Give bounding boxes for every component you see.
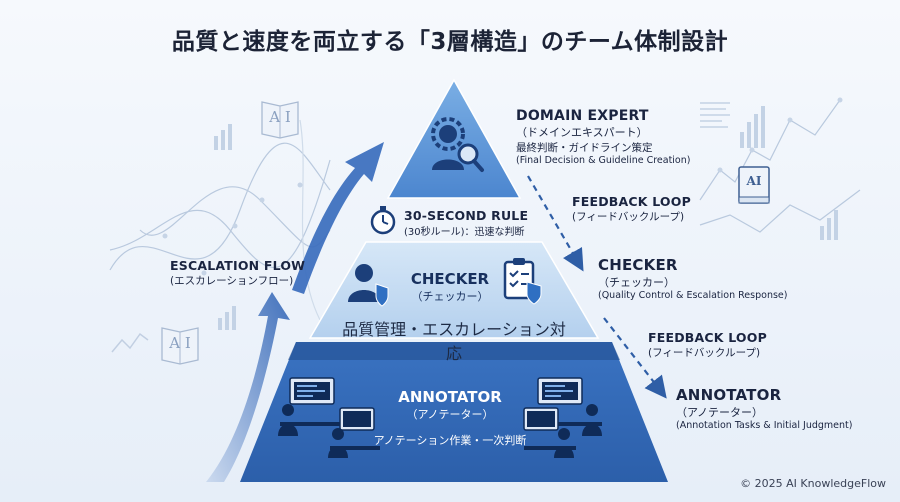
- escalation-arrow-upper: [292, 142, 384, 294]
- checker-subtitle: （チェッカー）: [598, 276, 675, 289]
- workers-at-desks-icon: [278, 377, 380, 458]
- annotator-tier-desc: アノテーション作業・一次判断: [373, 434, 527, 447]
- right-line-chart-icon: [699, 99, 861, 233]
- rule-subtitle: (30秒ルール)：迅速な判断: [404, 227, 525, 238]
- annotator-title: ANNOTATOR: [676, 386, 782, 404]
- checker-title: CHECKER: [598, 256, 678, 274]
- stopwatch-icon: [370, 206, 396, 235]
- domain-expert-jp-desc: 最終判断・ガイドライン策定: [516, 142, 653, 154]
- bar-chart-icon: [740, 106, 765, 148]
- annotator-tier-sub: （アノテーター）: [406, 408, 494, 421]
- ai-book-icon: AI: [736, 164, 772, 208]
- domain-expert-en-desc: (Final Decision & Guideline Creation): [516, 155, 691, 166]
- annotator-tier-label: ANNOTATOR （アノテーター）: [380, 388, 520, 422]
- feedback-loop-label-2: FEEDBACK LOOP (フィードバックループ): [648, 330, 767, 360]
- rule-title: 30-SECOND RULE: [404, 208, 529, 223]
- domain-expert-label: DOMAIN EXPERT （ドメインエキスパート） 最終判断・ガイドライン策定…: [516, 108, 690, 166]
- feedback-loop-label-1: FEEDBACK LOOP (フィードバックループ): [572, 194, 691, 224]
- feedback-loop-2-title: FEEDBACK LOOP: [648, 330, 767, 345]
- annotator-subtitle: （アノテーター）: [676, 406, 764, 419]
- checker-en-desc: (Quality Control & Escalation Response): [598, 290, 788, 301]
- expert-magnifier-gear-icon: [431, 117, 484, 172]
- escalation-subtitle: (エスカレーションフロー): [170, 275, 294, 287]
- escalation-arrow: [206, 292, 290, 482]
- checker-tier-name: CHECKER: [410, 270, 490, 288]
- checker-tier-sub: （チェッカー）: [411, 290, 489, 303]
- feedback-loop-1-title: FEEDBACK LOOP: [572, 194, 691, 209]
- domain-expert-subtitle: （ドメインエキスパート）: [516, 126, 648, 139]
- escalation-flow-label: ESCALATION FLOW (エスカレーションフロー): [170, 258, 305, 288]
- line-chart-icon: [111, 332, 149, 353]
- bar-chart-icon: [214, 124, 232, 150]
- copyright-text: © 2025 AI KnowledgeFlow: [740, 477, 886, 490]
- bar-chart-icon: [820, 210, 838, 240]
- ai-book-icon: A I: [258, 96, 302, 140]
- checker-label: CHECKER （チェッカー） (Quality Control & Escal…: [598, 256, 787, 301]
- feedback-loop-1-subtitle: (フィードバックループ): [572, 211, 685, 223]
- person-shield-icon: [348, 264, 389, 307]
- page-title: 品質と速度を両立する「3層構造」のチーム体制設計: [171, 29, 729, 55]
- feedback-loop-2-subtitle: (フィードバックループ): [648, 347, 761, 359]
- feedback-arrow-2: [603, 317, 667, 399]
- domain-expert-title: DOMAIN EXPERT: [516, 108, 649, 124]
- bar-chart-icon: [218, 306, 236, 330]
- text-lines-icon: [700, 102, 730, 128]
- ai-book-icon: A I: [158, 322, 202, 366]
- workers-at-desks-icon: [523, 377, 602, 458]
- checker-tier-label: CHECKER （チェッカー）: [400, 270, 500, 304]
- feedback-arrow-1: [527, 175, 584, 272]
- annotator-tier-name: ANNOTATOR: [398, 388, 502, 406]
- escalation-title: ESCALATION FLOW: [170, 258, 306, 273]
- checker-tier-desc: 品質管理・エスカレーション対応: [342, 320, 566, 363]
- checklist-clipboard-icon: [503, 258, 542, 305]
- thirty-second-rule: 30-SECOND RULE (30秒ルール)：迅速な判断: [404, 208, 528, 238]
- annotator-label: ANNOTATOR （アノテーター） (Annotation Tasks & I…: [676, 386, 852, 431]
- annotator-en-desc: (Annotation Tasks & Initial Judgment): [676, 420, 853, 431]
